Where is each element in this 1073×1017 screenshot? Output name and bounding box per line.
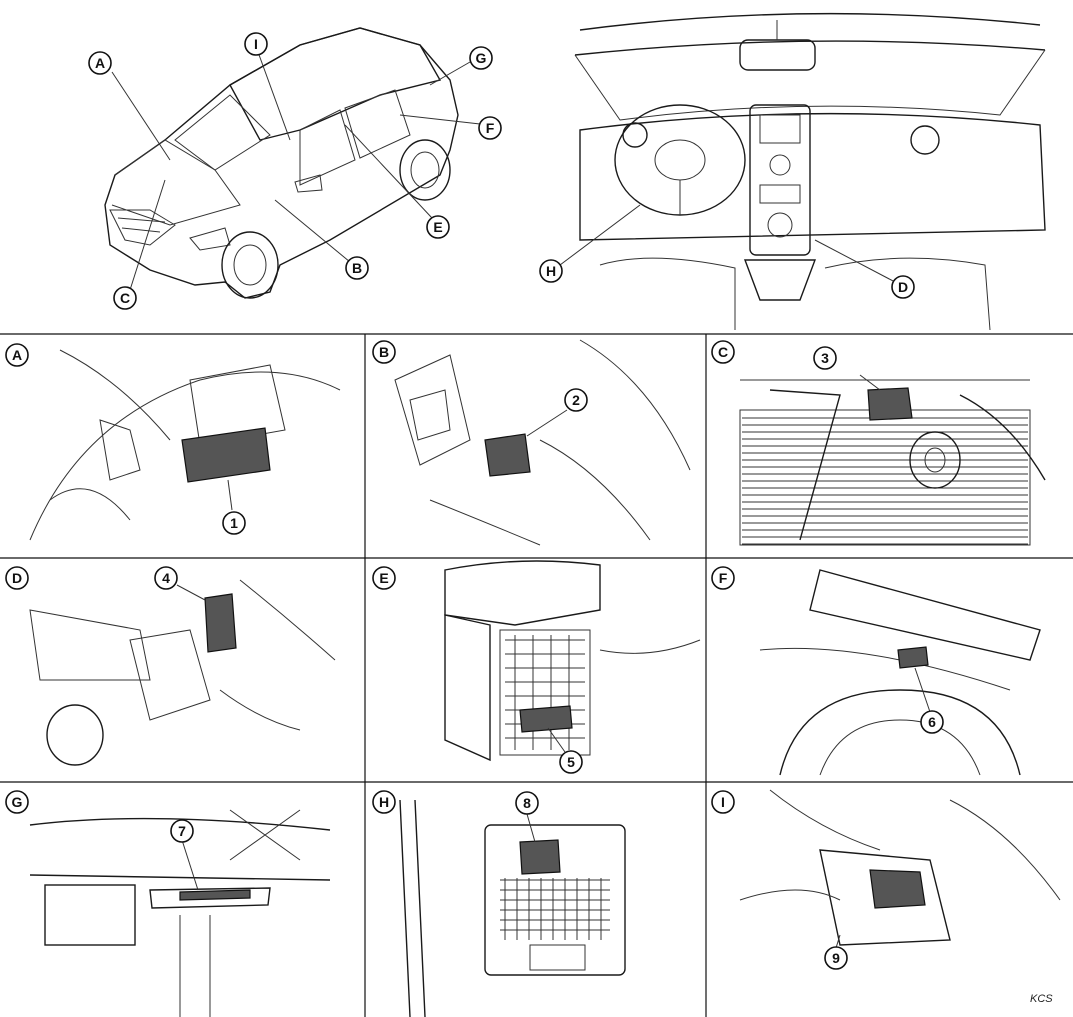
svg-text:E: E bbox=[433, 219, 442, 235]
svg-text:3: 3 bbox=[821, 350, 829, 366]
callout-h: H bbox=[539, 259, 563, 283]
svg-text:H: H bbox=[379, 794, 389, 810]
svg-text:6: 6 bbox=[928, 714, 936, 730]
panel-a bbox=[29, 349, 341, 541]
panel-f-letter: F bbox=[711, 566, 735, 590]
svg-text:7: 7 bbox=[178, 823, 186, 839]
svg-text:G: G bbox=[476, 50, 487, 66]
panel-i-number: 9 bbox=[824, 946, 848, 970]
svg-text:G: G bbox=[12, 794, 23, 810]
svg-text:I: I bbox=[254, 36, 258, 52]
svg-text:4: 4 bbox=[162, 570, 170, 586]
panel-f bbox=[759, 569, 1041, 776]
panel-a-letter: A bbox=[5, 343, 29, 367]
panel-c-letter: C bbox=[711, 340, 735, 364]
svg-text:9: 9 bbox=[832, 950, 840, 966]
svg-text:D: D bbox=[12, 570, 22, 586]
panel-c-number: 3 bbox=[813, 346, 837, 370]
svg-text:A: A bbox=[95, 55, 105, 71]
callout-b: B bbox=[345, 256, 369, 280]
callout-d: D bbox=[891, 275, 915, 299]
callout-g: G bbox=[469, 46, 493, 70]
panel-g-number: 7 bbox=[170, 819, 194, 843]
panel-h bbox=[399, 799, 626, 1017]
panel-d-letter: D bbox=[5, 566, 29, 590]
panel-b bbox=[394, 339, 691, 546]
panel-h-letter: H bbox=[372, 790, 396, 814]
panel-g-letter: G bbox=[5, 790, 29, 814]
svg-text:B: B bbox=[352, 260, 362, 276]
panel-b-letter: B bbox=[372, 340, 396, 364]
panel-e-number: 5 bbox=[559, 750, 583, 774]
svg-text:E: E bbox=[379, 570, 388, 586]
svg-text:F: F bbox=[486, 120, 495, 136]
panel-d bbox=[29, 579, 336, 766]
panel-b-number: 2 bbox=[564, 388, 588, 412]
panel-e bbox=[444, 560, 701, 762]
callout-c: C bbox=[113, 286, 137, 310]
vehicle-overview-illustration bbox=[104, 27, 481, 299]
svg-text:5: 5 bbox=[567, 754, 575, 770]
panel-g bbox=[29, 809, 331, 1017]
svg-text:A: A bbox=[12, 347, 22, 363]
svg-text:C: C bbox=[120, 290, 130, 306]
svg-text:8: 8 bbox=[523, 795, 531, 811]
svg-text:2: 2 bbox=[572, 392, 580, 408]
signature-text: KCS bbox=[1030, 993, 1053, 1005]
callout-f: F bbox=[478, 116, 502, 140]
panel-a-number: 1 bbox=[222, 511, 246, 535]
panel-d-number: 4 bbox=[154, 566, 178, 590]
callout-e: E bbox=[426, 215, 450, 239]
svg-text:B: B bbox=[379, 344, 389, 360]
svg-text:D: D bbox=[898, 279, 908, 295]
panel-i: KCS bbox=[739, 789, 1061, 1005]
callout-a: A bbox=[88, 51, 112, 75]
svg-text:H: H bbox=[546, 263, 556, 279]
svg-text:I: I bbox=[721, 794, 725, 810]
callout-i: I bbox=[244, 32, 268, 56]
panel-f-number: 6 bbox=[920, 710, 944, 734]
svg-text:C: C bbox=[718, 344, 728, 360]
cabin-overview-illustration bbox=[559, 12, 1046, 331]
panel-i-letter: I bbox=[711, 790, 735, 814]
panel-e-letter: E bbox=[372, 566, 396, 590]
panel-c bbox=[739, 374, 1046, 546]
svg-text:1: 1 bbox=[230, 515, 238, 531]
panel-grid bbox=[0, 333, 1073, 1017]
panel-h-number: 8 bbox=[515, 791, 539, 815]
svg-text:F: F bbox=[719, 570, 728, 586]
